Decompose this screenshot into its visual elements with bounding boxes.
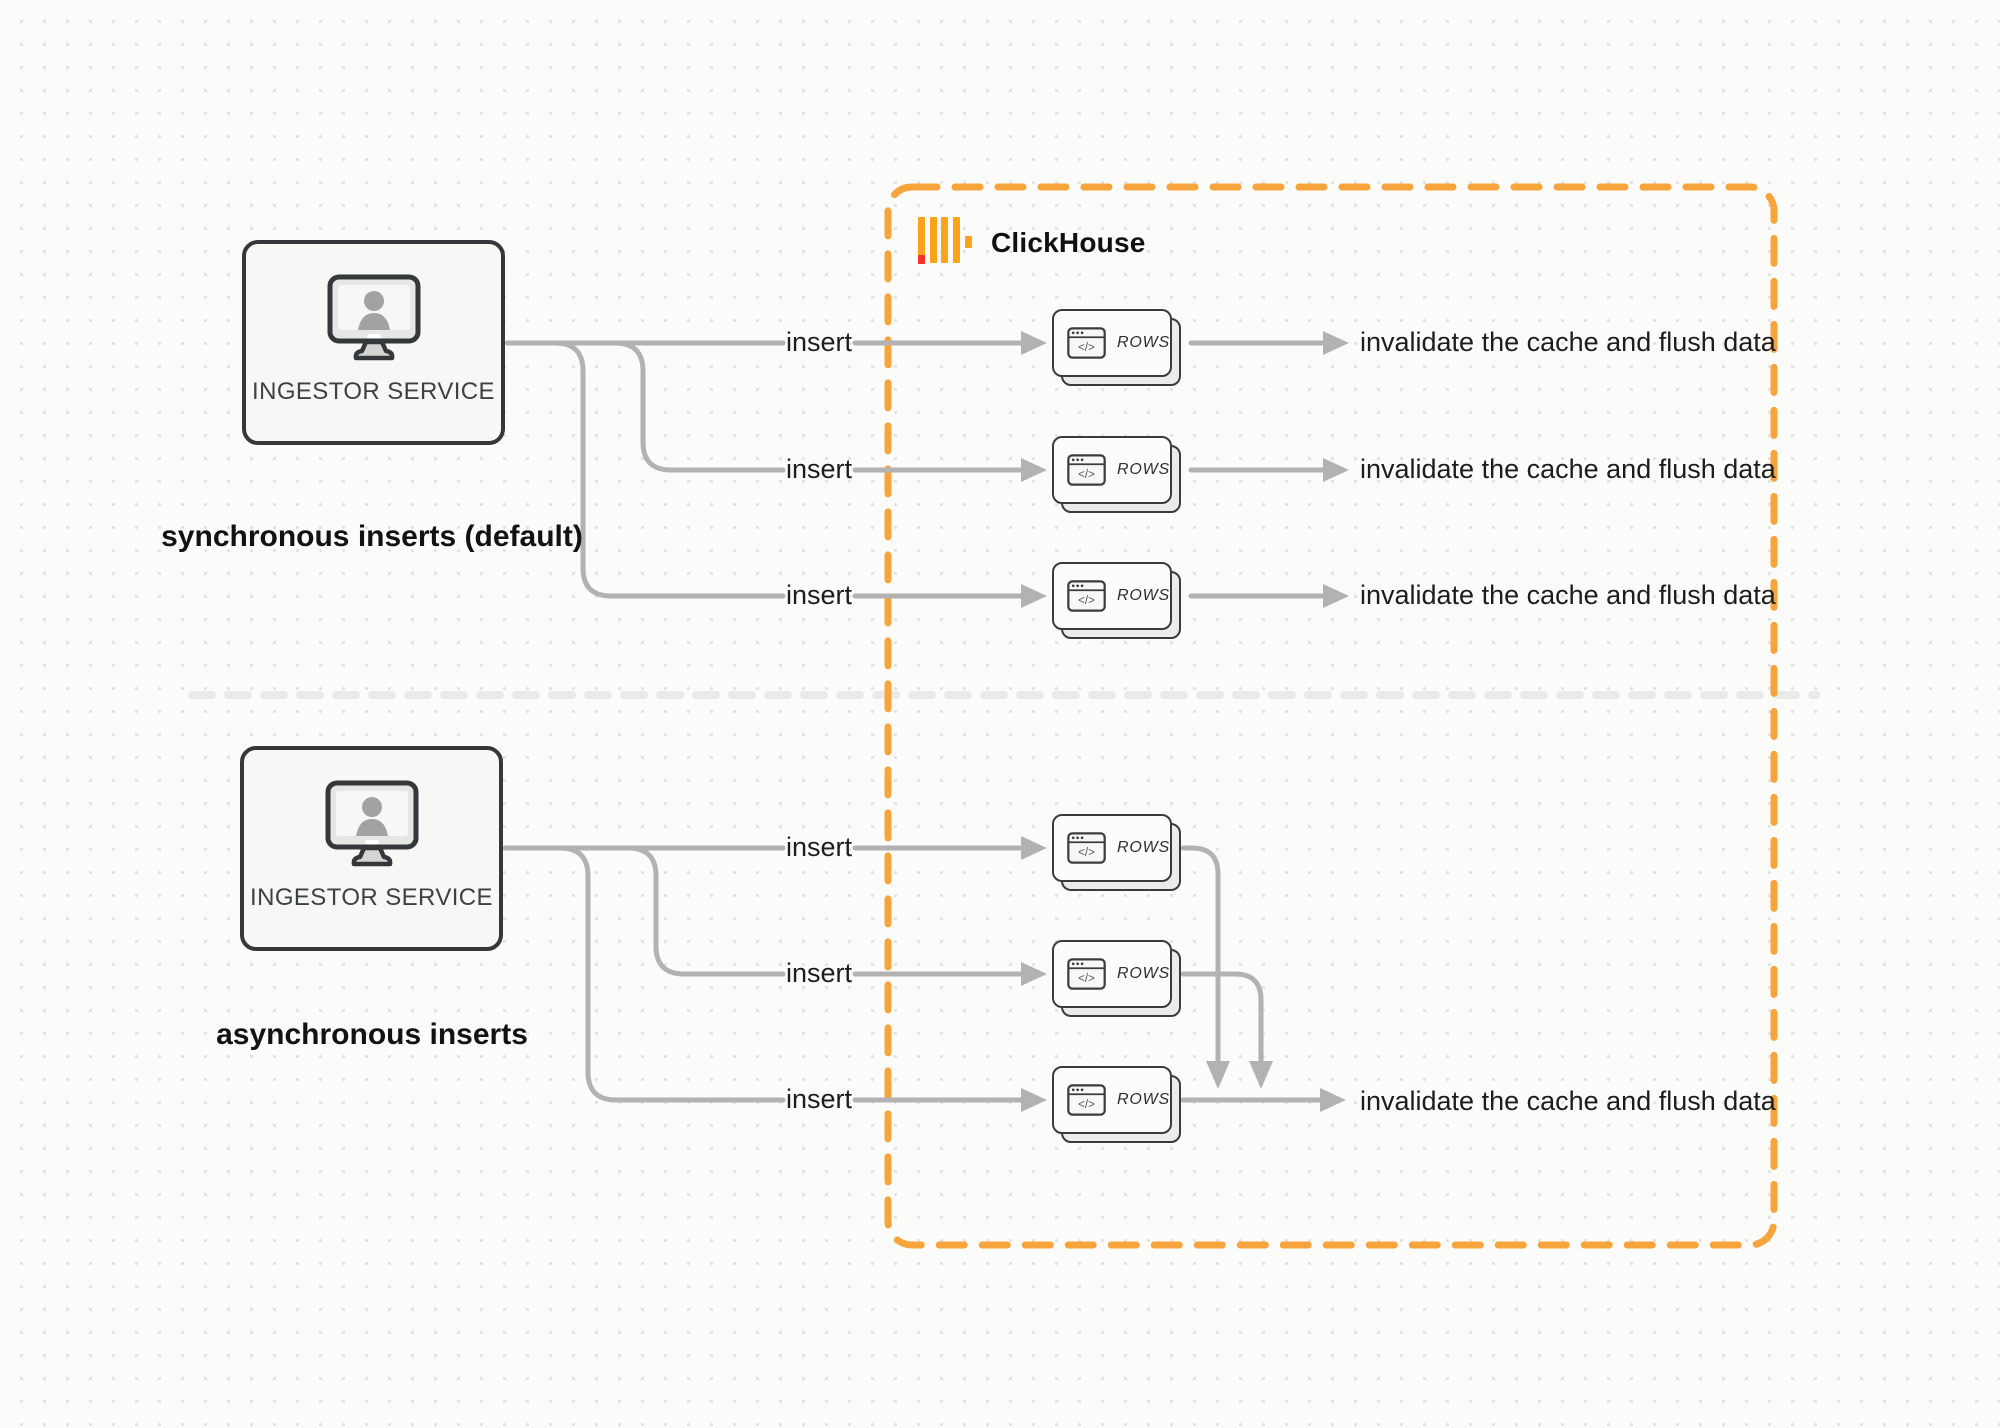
user-silhouette-icon — [363, 291, 384, 311]
async-arrowheads — [1021, 836, 1346, 1112]
rows-table-card: </> ROWS — [1052, 436, 1182, 514]
browser-window-icon: </> — [1067, 580, 1106, 612]
insert-label: insert — [785, 958, 853, 988]
browser-window-icon: </> — [1067, 832, 1106, 864]
code-glyph: </> — [1078, 342, 1095, 354]
sync-flow-lines — [504, 340, 1326, 599]
clickhouse-dashed-border — [884, 183, 1778, 1249]
async-caption: asynchronous inserts — [216, 1018, 528, 1051]
rows-label: ROWS — [1117, 587, 1170, 604]
browser-window-icon: </> — [1067, 1084, 1106, 1116]
rows-table-card: </> ROWS — [1052, 562, 1182, 640]
insert-label: insert — [785, 832, 853, 862]
clickhouse-bar — [929, 217, 937, 263]
ingestor-service-box-sync: INGESTOR SERVICE — [242, 240, 505, 445]
code-glyph: </> — [1078, 469, 1095, 481]
sync-arrowheads — [1021, 331, 1349, 608]
monitor-user-icon — [325, 780, 418, 867]
rows-table-card: </> ROWS — [1052, 309, 1182, 387]
rows-table-card: </> ROWS — [1052, 940, 1182, 1018]
insert-label: insert — [785, 327, 853, 357]
code-glyph: </> — [1078, 847, 1095, 859]
rows-label: ROWS — [1117, 334, 1170, 351]
rows-table-card: </> ROWS — [1052, 1066, 1182, 1144]
user-silhouette-icon — [361, 797, 382, 817]
ingestor-service-box-async: INGESTOR SERVICE — [240, 746, 503, 951]
service-label: INGESTOR SERVICE — [250, 884, 493, 911]
sync-caption: synchronous inserts (default) — [161, 520, 583, 553]
insert-label: insert — [785, 1084, 853, 1114]
browser-window-icon: </> — [1067, 327, 1106, 359]
code-glyph: </> — [1078, 595, 1095, 607]
rows-table-card: </> ROWS — [1052, 814, 1182, 892]
service-label: INGESTOR SERVICE — [252, 378, 495, 405]
clickhouse-bar — [941, 217, 949, 263]
rows-label: ROWS — [1117, 839, 1170, 856]
clickhouse-red-accent — [918, 255, 925, 264]
clickhouse-bar — [952, 217, 960, 263]
invalidate-label: invalidate the cache and flush data — [1360, 327, 1776, 357]
code-glyph: </> — [1078, 973, 1095, 985]
code-glyph: </> — [1078, 1099, 1095, 1111]
clickhouse-bar-short — [965, 236, 973, 248]
invalidate-label: invalidate the cache and flush data — [1360, 1086, 1776, 1116]
insert-label: insert — [785, 580, 853, 610]
browser-window-icon: </> — [1067, 958, 1106, 990]
browser-window-icon: </> — [1067, 454, 1106, 486]
clickhouse-logo-icon — [918, 217, 973, 264]
invalidate-label: invalidate the cache and flush data — [1360, 454, 1776, 484]
rows-label: ROWS — [1117, 1091, 1170, 1108]
rows-label: ROWS — [1117, 461, 1170, 478]
monitor-user-icon — [327, 274, 420, 361]
clickhouse-title: ClickHouse — [991, 227, 1146, 258]
insert-label: insert — [785, 454, 853, 484]
invalidate-label: invalidate the cache and flush data — [1360, 580, 1776, 610]
rows-label: ROWS — [1117, 965, 1170, 982]
clickhouse-bar — [918, 217, 925, 264]
async-flow-lines — [502, 845, 1323, 1103]
